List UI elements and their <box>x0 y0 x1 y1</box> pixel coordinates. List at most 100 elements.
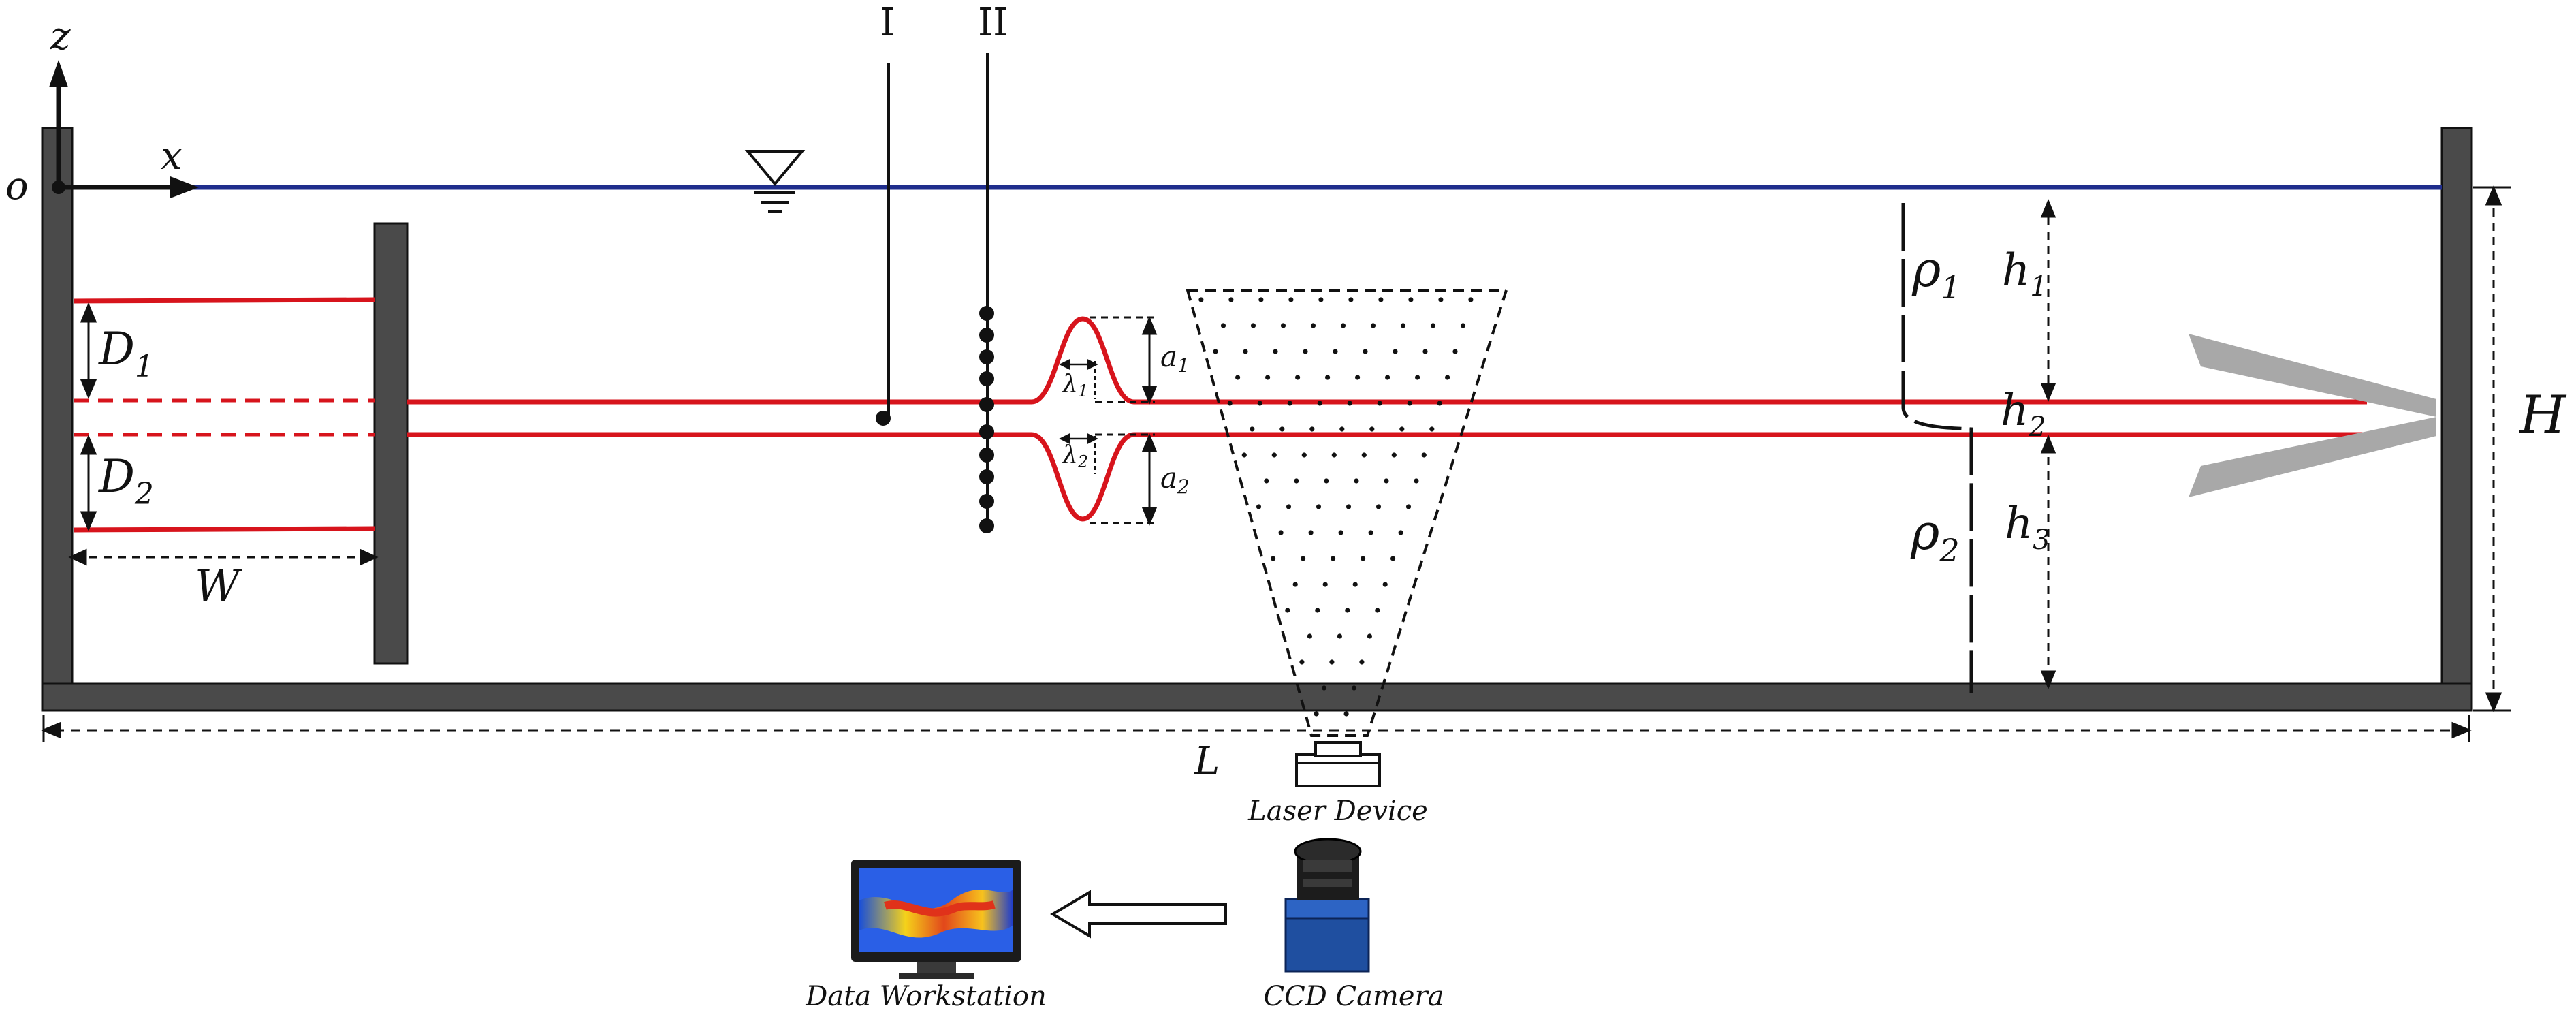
laser-dot <box>1355 375 1361 380</box>
reservoir-lower-interface <box>73 526 375 533</box>
laser-dot <box>1273 349 1278 354</box>
laser-dot <box>1339 426 1345 432</box>
laser-dot <box>1351 685 1357 691</box>
ccd-camera-label: CCD Camera <box>1263 981 1444 1012</box>
laser-device-label: Laser Device <box>1247 796 1428 827</box>
laser-dot <box>1405 504 1412 510</box>
h1-dimension <box>2040 199 2056 402</box>
laser-device-icon <box>1295 741 1381 787</box>
laser-dot <box>1361 452 1367 458</box>
d1-dimension <box>80 302 97 399</box>
laser-dot <box>1227 401 1233 406</box>
gauge-i-label: I <box>880 1 895 45</box>
reservoir-upper-interface <box>73 297 375 304</box>
laser-dot <box>1390 556 1396 561</box>
gauge-ii-sensors <box>979 306 994 533</box>
laser-dot <box>1301 452 1307 458</box>
laser-dot <box>1460 323 1466 328</box>
laser-dot <box>1340 323 1346 328</box>
laser-dot <box>1287 401 1292 406</box>
laser-dot <box>1359 659 1365 665</box>
laser-dot <box>1321 685 1327 691</box>
laser-dot <box>1271 556 1276 561</box>
laser-dot <box>1256 504 1262 510</box>
laser-dot <box>1370 323 1376 328</box>
tank-left-wall <box>41 127 74 687</box>
laser-dot <box>1198 297 1204 302</box>
laser-dot <box>1286 504 1292 510</box>
laser-dot <box>1299 659 1305 665</box>
laser-dot <box>1377 401 1382 406</box>
laser-dot <box>1361 556 1366 561</box>
laser-dot <box>1414 478 1419 484</box>
x-axis-label: x <box>161 134 182 178</box>
laser-sheet <box>1186 289 1508 737</box>
coordinate-axes <box>49 60 199 198</box>
laser-dot <box>1310 323 1316 328</box>
lambda1-dimension <box>1059 358 1098 399</box>
laser-dot <box>1315 608 1320 613</box>
laser-dot <box>1316 504 1322 510</box>
laser-dot <box>1385 375 1390 380</box>
laser-dot <box>1343 711 1349 717</box>
laser-dot <box>1384 478 1389 484</box>
a2-dimension <box>1090 433 1158 526</box>
gauge-i-tip <box>876 411 891 426</box>
laser-dot <box>1337 633 1342 639</box>
laser-dot <box>1250 323 1256 328</box>
laser-dot <box>1301 556 1306 561</box>
tank-bottom <box>41 682 2473 712</box>
a1-label: a1 <box>1160 340 1190 377</box>
laser-dot <box>1294 478 1299 484</box>
laser-dot <box>1243 349 1248 354</box>
reflector-wedge <box>2189 334 2436 497</box>
a1-dimension <box>1090 316 1158 405</box>
laser-dot <box>1292 582 1298 587</box>
laser-dot <box>1318 297 1324 302</box>
l-dimension <box>41 715 2472 742</box>
laser-dot <box>1288 297 1294 302</box>
laser-dot <box>1452 349 1458 354</box>
laser-dot <box>1307 633 1312 639</box>
h1-label: h1 <box>2002 245 2048 302</box>
laser-dot <box>1329 659 1335 665</box>
laser-dot <box>1250 426 1255 432</box>
laser-dot <box>1347 401 1352 406</box>
laser-dot <box>1430 323 1436 328</box>
lambda2-label: λ2 <box>1061 441 1088 471</box>
laser-dot <box>1437 401 1442 406</box>
laser-dot <box>1295 375 1301 380</box>
laser-dot <box>1368 530 1373 535</box>
laser-dot <box>1271 452 1277 458</box>
laser-dot <box>1391 452 1397 458</box>
laser-dot <box>1331 556 1336 561</box>
w-dimension <box>68 548 379 566</box>
w-label: W <box>195 561 243 612</box>
laser-dot <box>1324 478 1329 484</box>
laser-dot <box>1375 608 1380 613</box>
laser-dot <box>1346 504 1352 510</box>
laser-dot <box>1400 323 1406 328</box>
laser-dot <box>1399 426 1405 432</box>
laser-dot <box>1408 297 1414 302</box>
laser-dot <box>1348 297 1354 302</box>
laser-dot <box>1213 349 1218 354</box>
laser-dot <box>1338 530 1343 535</box>
laser-dot <box>1367 633 1372 639</box>
laser-dot <box>1309 426 1315 432</box>
laser-dot <box>1279 426 1285 432</box>
data-workstation-icon <box>851 860 1021 979</box>
lambda2-dimension <box>1059 433 1098 474</box>
laser-dot <box>1407 401 1412 406</box>
laser-dot <box>1325 375 1331 380</box>
laser-dot <box>1322 582 1328 587</box>
z-axis-label: z <box>50 14 71 59</box>
rho2-label: ρ2 <box>1910 503 1960 569</box>
gate-plate <box>373 222 409 665</box>
laser-dot <box>1422 349 1428 354</box>
d2-dimension <box>80 435 97 531</box>
d1-label: D1 <box>98 323 154 384</box>
upper-interface <box>407 316 2367 405</box>
a2-label: a2 <box>1160 461 1190 498</box>
